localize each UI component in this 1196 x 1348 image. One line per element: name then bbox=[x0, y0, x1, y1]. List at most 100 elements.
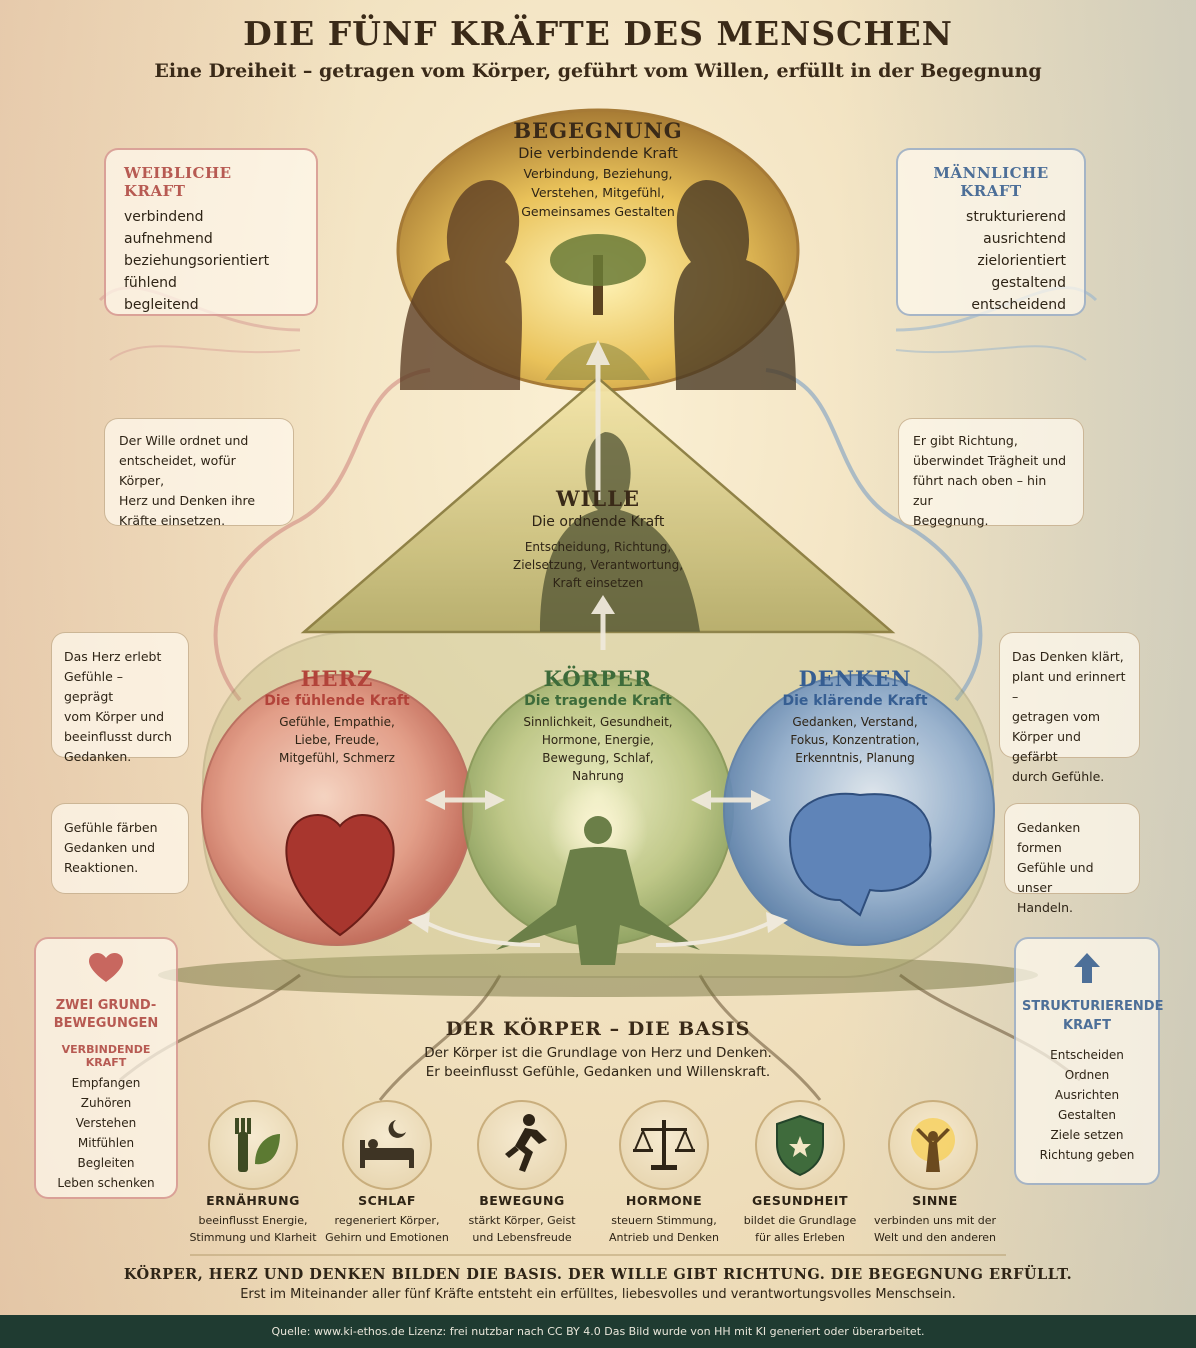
denken-line: Fokus, Konzentration, bbox=[790, 733, 920, 747]
sinne-circle bbox=[888, 1100, 978, 1190]
note-line: plant und erinnert – bbox=[1012, 669, 1126, 704]
begegnung-subtitle: Die verbindende Kraft bbox=[518, 146, 678, 162]
schlaf-desc: regeneriert Körper, Gehirn und Emotionen bbox=[307, 1212, 467, 1246]
strukturierende-item: Entscheiden bbox=[1050, 1048, 1124, 1062]
ernaehrung-desc: beeinflusst Energie, Stimmung und Klarhe… bbox=[173, 1212, 333, 1246]
source-footer: Quelle: www.ki-ethos.de Lizenz: frei nut… bbox=[0, 1315, 1196, 1348]
sinne-label: SINNE bbox=[912, 1193, 958, 1208]
denken-subtitle: Die klärende Kraft bbox=[782, 693, 928, 709]
desc-line: beeinflusst Energie, bbox=[198, 1214, 308, 1227]
begegnung-section: BEGEGNUNG Die verbindende Kraft Verbindu… bbox=[448, 118, 748, 221]
shield-icon bbox=[776, 1114, 824, 1177]
note-line: Er gibt Richtung, bbox=[913, 433, 1018, 448]
hormone-label: HORMONE bbox=[625, 1193, 703, 1208]
weibliche-kraft-item: begleitend bbox=[124, 297, 199, 313]
wille-figure bbox=[540, 432, 700, 632]
desc-line: steuern Stimmung, bbox=[611, 1214, 717, 1227]
fork-leaf-icon bbox=[235, 1118, 280, 1172]
woman-figure bbox=[400, 180, 522, 390]
anatomical-heart bbox=[285, 813, 395, 937]
desc-line: für alles Erleben bbox=[755, 1231, 845, 1244]
herz-note: Das Herz erlebt Gefühle – geprägt vom Kö… bbox=[51, 632, 189, 764]
note-line: Begegnung. bbox=[913, 513, 989, 528]
grundbewegung-item: Begleiten bbox=[77, 1156, 135, 1170]
note-line: vom Körper und bbox=[64, 709, 165, 724]
koerper-line: Nahrung bbox=[572, 769, 624, 783]
grundbewegung-item: Mitfühlen bbox=[77, 1136, 135, 1150]
bewegung-desc: stärkt Körper, Geist und Lebensfreude bbox=[442, 1212, 602, 1246]
grundbewegung-item: Verstehen bbox=[75, 1116, 137, 1130]
denken-title: DENKEN bbox=[798, 666, 912, 691]
begegnung-line: Gemeinsames Gestalten bbox=[521, 204, 675, 219]
note-line: Gefühle färben bbox=[64, 820, 158, 835]
note-line: Reaktionen. bbox=[64, 860, 139, 875]
note-line: Das Denken klärt, bbox=[1012, 649, 1124, 664]
gesundheit-label: GESUNDHEIT bbox=[752, 1193, 848, 1208]
maennliche-kraft-item: ausrichtend bbox=[983, 231, 1066, 247]
wille-title: WILLE bbox=[556, 486, 640, 511]
hormone-circle bbox=[619, 1100, 709, 1190]
bewegung-label: BEWEGUNG bbox=[479, 1193, 565, 1208]
bewegung-circle bbox=[477, 1100, 567, 1190]
koerper-line: Sinnlichkeit, Gesundheit, bbox=[523, 715, 673, 729]
basis-line: Er beeinflusst Gefühle, Gedanken und Wil… bbox=[425, 1064, 771, 1080]
page-subtitle: Eine Dreiheit – getragen vom Körper, gef… bbox=[154, 60, 1042, 82]
schlaf-circle bbox=[342, 1100, 432, 1190]
basis-title: DER KÖRPER – DIE BASIS bbox=[445, 1018, 751, 1040]
grundbewegung-item: Zuhören bbox=[80, 1096, 132, 1110]
denken-line: Gedanken, Verstand, bbox=[792, 715, 918, 729]
note-line: Gefühle – geprägt bbox=[64, 669, 124, 704]
summary-sub: Erst im Miteinander aller fünf Kräfte en… bbox=[240, 1287, 956, 1302]
wille-line: Zielsetzung, Verantwortung, bbox=[512, 558, 684, 572]
strukturierende-kraft-box: STRUKTURIERENDE KRAFT Entscheiden Ordnen… bbox=[1014, 937, 1163, 1185]
grundbewegungen-box: ZWEI GRUND- BEWEGUNGEN VERBINDENDE KRAFT… bbox=[34, 937, 178, 1199]
scales-icon bbox=[633, 1120, 695, 1170]
ernaehrung-circle bbox=[208, 1100, 298, 1190]
verbindende-kraft-label: VERBINDENDE KRAFT bbox=[61, 1043, 151, 1069]
herz-section: HERZ Die fühlende Kraft Gefühle, Empathi… bbox=[247, 666, 427, 767]
note-line: Gedanken. bbox=[64, 749, 132, 764]
wille-line: Kraft einsetzen bbox=[552, 576, 644, 590]
desc-line: verbinden uns mit der bbox=[873, 1214, 997, 1227]
wille-subtitle: Die ordnende Kraft bbox=[531, 514, 665, 530]
herz-line: Liebe, Freude, bbox=[294, 733, 380, 747]
ernaehrung-label: ERNÄHRUNG bbox=[206, 1193, 300, 1208]
desc-line: stärkt Körper, Geist bbox=[468, 1214, 576, 1227]
wille-line: Entscheidung, Richtung, bbox=[524, 540, 672, 554]
koerper-line: Bewegung, Schlaf, bbox=[542, 751, 654, 765]
gefuehle-note: Gefühle färben Gedanken und Reaktionen. bbox=[51, 803, 189, 894]
wille-note-left: Der Wille ordnet und entscheidet, wofür … bbox=[104, 418, 294, 528]
note-line: Gefühle und unser bbox=[1017, 860, 1094, 895]
strukturierende-item: Ausrichten bbox=[1054, 1088, 1120, 1102]
weibliche-kraft-item: aufnehmend bbox=[124, 231, 213, 247]
desc-line: Gehirn und Emotionen bbox=[325, 1231, 449, 1244]
weibliche-kraft-item: verbindend bbox=[124, 209, 204, 225]
weibliche-kraft-title: WEIBLICHE KRAFT bbox=[124, 164, 232, 200]
desc-line: Antrieb und Denken bbox=[609, 1231, 719, 1244]
strukturierende-item: Gestalten bbox=[1057, 1108, 1117, 1122]
weibliche-kraft-box: WEIBLICHE KRAFT verbindend aufnehmend be… bbox=[104, 148, 318, 316]
weibliche-kraft-item: fühlend bbox=[124, 275, 177, 291]
grundbewegungen-title: ZWEI GRUND- bbox=[55, 998, 157, 1013]
note-line: durch Gefühle. bbox=[1012, 769, 1105, 784]
strukturierende-kraft-title: KRAFT bbox=[1063, 1018, 1111, 1033]
strukturierende-item: Richtung geben bbox=[1039, 1148, 1135, 1162]
herz-title: HERZ bbox=[300, 666, 374, 691]
sinne-desc: verbinden uns mit der Welt und den ander… bbox=[855, 1212, 1015, 1246]
begegnung-line: Verbindung, Beziehung, bbox=[523, 166, 673, 181]
note-line: Der Wille ordnet und bbox=[119, 433, 249, 448]
bed-moon-icon bbox=[360, 1120, 414, 1168]
koerper-subtitle: Die tragende Kraft bbox=[524, 693, 672, 709]
desc-line: Stimmung und Klarheit bbox=[189, 1231, 317, 1244]
summary-main: KÖRPER, HERZ UND DENKEN BILDEN DIE BASIS… bbox=[123, 1266, 1073, 1283]
weibliche-kraft-item: beziehungsorientiert bbox=[124, 253, 270, 269]
gesundheit-circle bbox=[755, 1100, 845, 1190]
gedanken-note: Gedanken formen Gefühle und unser Handel… bbox=[1004, 803, 1140, 915]
gesundheit-desc: bildet die Grundlage für alles Erleben bbox=[720, 1212, 880, 1246]
man-figure bbox=[674, 180, 796, 390]
maennliche-kraft-box: MÄNNLICHE KRAFT strukturierend ausrichte… bbox=[896, 148, 1086, 316]
koerper-figure bbox=[496, 847, 700, 965]
note-line: getragen vom bbox=[1012, 709, 1101, 724]
heart-icon bbox=[89, 953, 123, 982]
